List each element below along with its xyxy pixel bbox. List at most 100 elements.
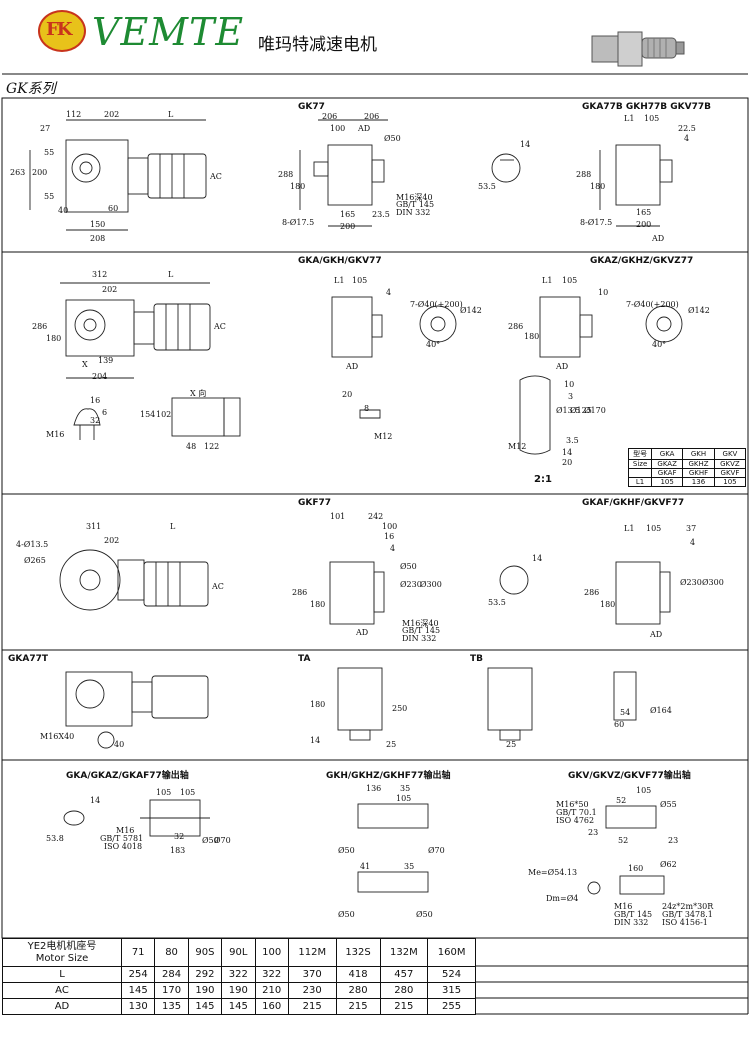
dim: 286 [292,588,308,597]
dim: 35 [400,784,411,793]
dim: Ø50 [338,910,355,919]
dim: 23 [668,836,679,845]
dim: 200 [340,222,356,231]
view-title-gk77: GK77 [298,102,325,112]
dim: 35 [404,862,415,871]
dim: AD [358,124,371,133]
dim: 7-Ø40(+200) [626,300,679,309]
dim: Ø164 [650,706,672,715]
dim: 180 [310,600,326,609]
dim: Ø50 [202,836,219,845]
dim: X [82,360,88,369]
dim: 14 [520,140,531,149]
dim: 22.5 [678,124,696,133]
dim: 150 [90,220,106,229]
dim: 202 [104,536,120,545]
dim: AD [556,362,569,371]
dim: AD [650,630,663,639]
dim: Ø13.5 [556,406,581,415]
dim: GB/T 5781 [100,834,144,843]
dim: 25 [386,740,397,749]
dim: 206 [364,112,380,121]
dim: 200 [32,168,48,177]
dim: M16 [46,430,65,439]
dim: AC [210,172,222,181]
dim: L1 [624,524,635,533]
dim: GB/T 70.1 [556,808,597,817]
dim: M12 [508,442,527,451]
dim: Ø62 [660,860,677,869]
dim: 105 [156,788,172,797]
view-title-ta: TA [298,654,311,664]
dim: 286 [584,588,600,597]
dim: DIN 332 [614,918,649,927]
dim: 288 [278,170,294,179]
dim: 105 [644,114,660,123]
dim: 14 [310,736,321,745]
dim: 139 [98,356,114,365]
brand-name: VEMTE [92,10,245,54]
dim: 286 [32,322,48,331]
dim: 136 [366,784,382,793]
dim: 23 [588,828,599,837]
dim: 101 [330,512,346,521]
dim: AD [346,362,359,371]
dim: M16*50 [556,800,589,809]
dim: Ø142 [688,306,710,315]
dim: 37 [686,524,697,533]
dim: Ø230 [400,580,422,589]
dim: M16深40 [396,193,433,202]
dim: M16深40 [402,619,439,628]
brand-name-cn: 唯玛特减速电机 [258,35,377,55]
dim: ISO 4156-1 [662,918,708,927]
dim: ISO 4762 [556,816,595,825]
dim: 60 [614,720,625,729]
dim: L1 [334,276,345,285]
dim: Ø300 [420,580,442,589]
dim: Me=Ø54.13 [528,868,578,877]
dim: 288 [576,170,592,179]
dim: 16 [90,396,101,405]
dim: 202 [102,285,118,294]
dim: 55 [44,192,55,201]
dim: 100 [382,522,398,531]
dim: 16 [384,532,395,541]
dim: 242 [368,512,384,521]
dim: 40° [426,340,441,349]
dim: 105 [352,276,368,285]
dim: M16X40 [40,732,75,741]
dim: GB/T 3478.1 [662,910,713,919]
dim: DIN 332 [402,634,437,643]
dim: 112 [66,110,82,119]
dim: 180 [46,334,62,343]
dim: L [168,270,174,279]
dim: Ø170 [584,406,606,415]
view-title-gkf: GKF77 [298,498,332,508]
view-title-gkaz: GKAZ/GKHZ/GKVZ77 [590,256,694,266]
dim: 41 [360,862,371,871]
dim: 8-Ø17.5 [580,218,613,227]
dim: 52 [618,836,629,845]
dim: Ø50 [416,910,433,919]
dim: 4 [390,544,396,553]
dim: Ø142 [460,306,482,315]
shaft-title-v: GKV/GKVZ/GKVF77输出轴 [568,771,691,781]
dim: Ø50 [338,846,355,855]
dim: 53.5 [478,182,496,191]
dim: 8-Ø17.5 [282,218,315,227]
header: FK VEMTE 唯玛特减速电机 [0,0,750,74]
dim: M12 [374,432,393,441]
dim: 10 [598,288,609,297]
dim: 3 [568,392,574,401]
series-title: GK系列 [6,81,56,97]
dim: 4-Ø13.5 [16,540,49,549]
view-title-gka: GKA/GKH/GKV77 [298,256,382,266]
dim: Dm=Ø4 [546,894,579,903]
dim: 27 [40,124,51,133]
dim: 55 [44,148,55,157]
dim: AD [652,234,665,243]
